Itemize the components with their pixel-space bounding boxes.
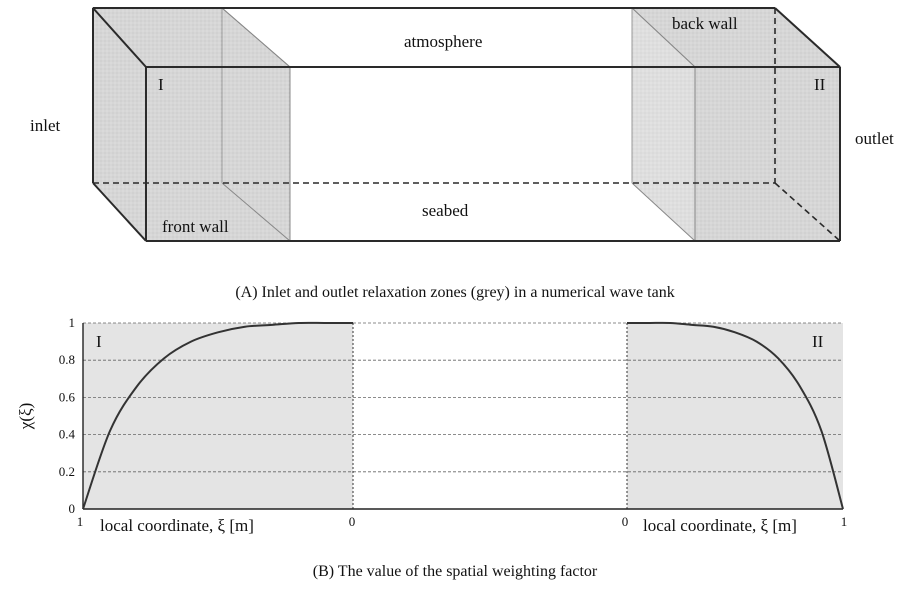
y-tick-label: 1 (69, 315, 76, 330)
x-axis-label-left: local coordinate, ξ [m] (100, 516, 254, 535)
y-tick-label: 0.8 (59, 352, 75, 367)
zone-one-label: I (158, 75, 164, 94)
wave-tank-diagram: atmosphere back wall inlet outlet front … (30, 7, 894, 242)
y-tick-label: 0.2 (59, 464, 75, 479)
zone-one-background (83, 323, 353, 509)
outlet-zone-boundary-top (631, 7, 696, 68)
chart-zone-one-label: I (96, 332, 102, 351)
tank-edges (92, 7, 841, 242)
x-tick-left-end: 0 (349, 514, 356, 529)
inlet-zone-boundary-bottom (221, 182, 291, 242)
caption-b: (B) The value of the spatial weighting f… (313, 563, 598, 580)
x-axis-label-right: local coordinate, ξ [m] (643, 516, 797, 535)
x-tick-right-end: 1 (841, 514, 848, 529)
outlet-label: outlet (855, 129, 894, 148)
weighting-factor-chart: 0 0.2 0.4 0.6 0.8 1 I II 1 0 0 1 local coordi… (16, 315, 847, 535)
x-tick-right-start: 0 (622, 514, 629, 529)
seabed-label: seabed (422, 201, 469, 220)
caption-a: (A) Inlet and outlet relaxation zones (g… (235, 284, 674, 301)
outlet-zone-front-face (695, 67, 840, 241)
y-ticks: 0 0.2 0.4 0.6 0.8 1 (59, 315, 76, 516)
grid-lines (83, 322, 843, 473)
y-axis-label: χ(ξ) (16, 403, 35, 430)
inlet-label: inlet (30, 116, 60, 135)
front-wall-label: front wall (162, 217, 229, 236)
tank-hidden-edges (93, 8, 841, 242)
zone-two-background (627, 323, 843, 509)
inlet-zone-boundary-top (221, 7, 291, 68)
series-line-zone-one (82, 321, 353, 510)
zone-two-label: II (814, 75, 826, 94)
series-line-zone-two (627, 321, 844, 510)
back-wall-label: back wall (672, 14, 738, 33)
chart-zone-two-label: II (812, 332, 824, 351)
y-tick-label: 0.4 (59, 427, 76, 442)
outlet-zone-boundary-bottom (631, 182, 696, 242)
inlet-zone-front-face (146, 67, 290, 241)
y-tick-label: 0 (69, 501, 76, 516)
atmosphere-label: atmosphere (404, 32, 482, 51)
x-tick-left-start: 1 (77, 514, 84, 529)
y-tick-label: 0.6 (59, 389, 76, 404)
